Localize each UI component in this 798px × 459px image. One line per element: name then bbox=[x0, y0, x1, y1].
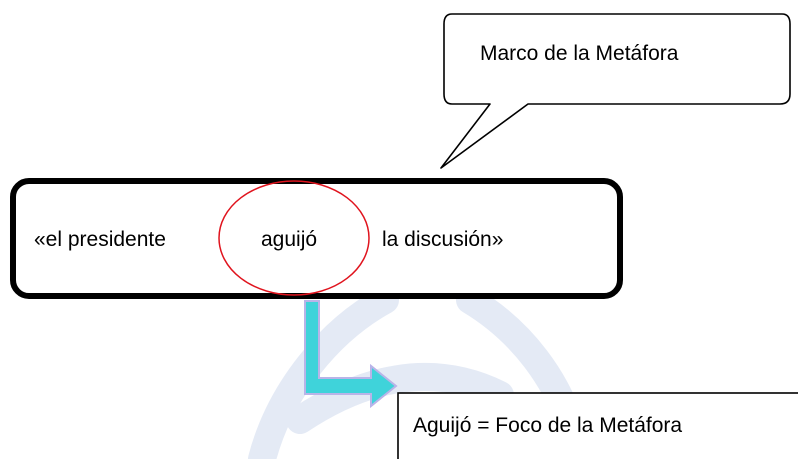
sentence-object-text: la discusión» bbox=[382, 228, 504, 251]
sentence-subject-text: «el presidente bbox=[34, 228, 166, 251]
focus-ellipse bbox=[218, 180, 370, 296]
callout-bubble bbox=[440, 13, 791, 169]
sentence-focus-word: aguijó bbox=[261, 228, 318, 251]
callout-text: Marco de la Metáfora bbox=[480, 42, 679, 65]
sentence-frame bbox=[10, 178, 623, 299]
focus-label-box bbox=[397, 392, 798, 459]
focus-label-text: Aguijó = Foco de la Metáfora bbox=[413, 414, 683, 437]
focus-arrow bbox=[304, 300, 398, 409]
